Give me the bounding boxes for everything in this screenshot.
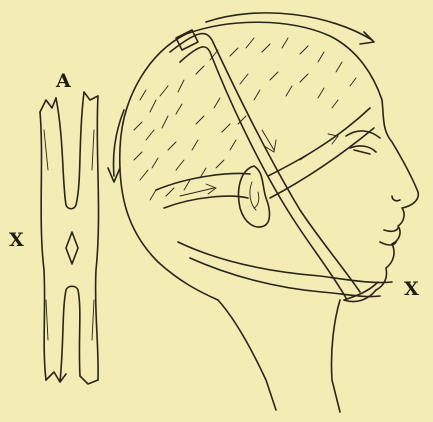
- head-bandage: [156, 30, 392, 300]
- label-x-right: X: [404, 278, 419, 300]
- label-a: A: [56, 70, 71, 92]
- label-x-left: X: [9, 229, 24, 251]
- direction-arrows: [108, 13, 374, 196]
- head-profile: [120, 22, 419, 412]
- hair: [134, 38, 356, 200]
- bandage-strip: [40, 92, 99, 384]
